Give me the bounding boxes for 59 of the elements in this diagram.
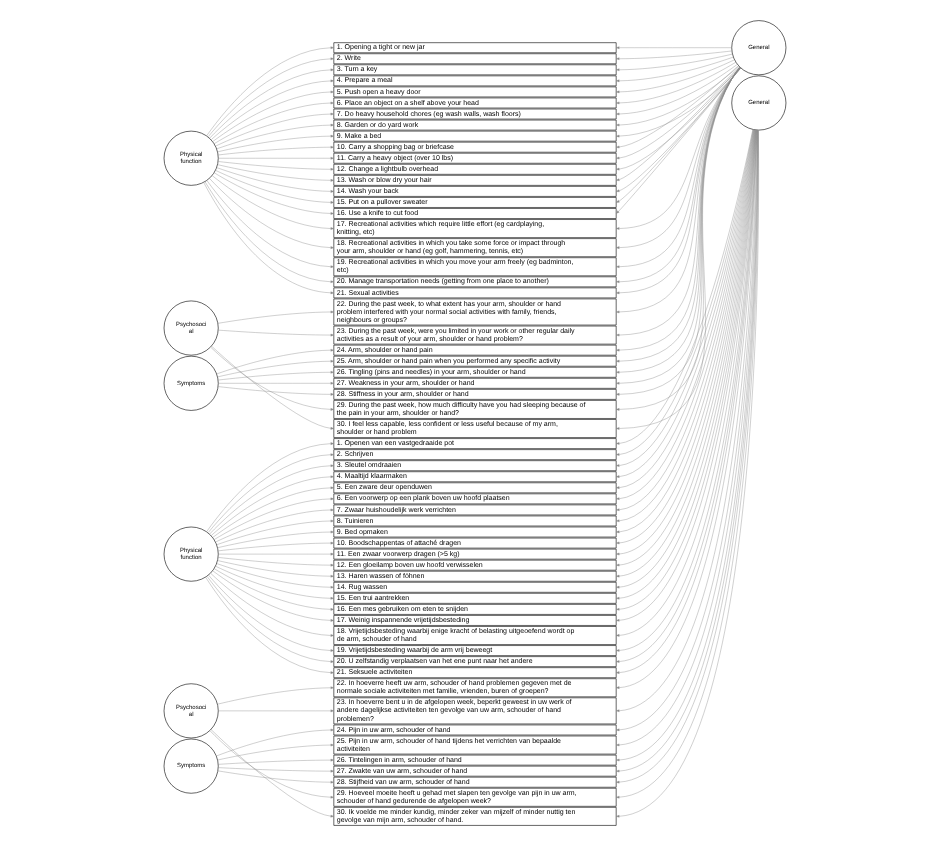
arrow <box>214 101 335 144</box>
arrow <box>216 348 335 375</box>
arrow <box>218 371 335 381</box>
arrow <box>217 134 335 153</box>
arrow <box>217 310 335 324</box>
arrow <box>215 566 335 600</box>
arrow <box>217 530 335 548</box>
arrow <box>209 68 335 139</box>
arrow <box>215 112 335 147</box>
arrow <box>218 161 335 171</box>
arrow <box>216 167 335 193</box>
arrow <box>218 382 335 385</box>
arrow <box>218 758 335 765</box>
arrow <box>208 574 335 652</box>
arrow <box>615 67 741 138</box>
arrow <box>217 686 335 705</box>
arrow <box>615 66 739 127</box>
arrow <box>216 563 335 589</box>
arrow <box>218 386 335 396</box>
arrow <box>615 59 735 94</box>
arrow <box>211 346 335 430</box>
arrow <box>217 164 335 182</box>
arrow <box>212 175 335 230</box>
arrow <box>212 570 335 622</box>
arrow <box>217 770 335 784</box>
arrow <box>214 497 335 540</box>
arrow <box>216 728 335 757</box>
arrow <box>210 573 335 637</box>
arrow <box>215 170 335 204</box>
arrow <box>214 172 335 215</box>
arrow <box>615 56 734 83</box>
arrow <box>615 46 732 49</box>
arrow <box>209 178 335 249</box>
arrow <box>212 90 335 142</box>
arrow <box>615 62 737 105</box>
arrow <box>615 53 733 72</box>
arrow <box>210 729 335 818</box>
arrow <box>218 541 335 552</box>
arrow <box>218 767 335 773</box>
arrow <box>214 568 335 611</box>
arrow <box>210 347 335 411</box>
arrow <box>211 475 335 536</box>
arrow <box>209 730 335 799</box>
arrow <box>615 50 732 60</box>
arrow <box>211 79 335 140</box>
arrow <box>217 560 335 578</box>
arrow <box>218 157 335 160</box>
arrow <box>615 64 738 116</box>
arrow <box>216 123 335 149</box>
arrow <box>215 508 335 543</box>
arrow <box>217 359 335 378</box>
arrow <box>206 180 335 268</box>
arrow <box>212 486 335 538</box>
arrow <box>218 557 335 567</box>
arrow <box>209 464 335 535</box>
arrow <box>218 145 335 156</box>
arrow <box>216 519 335 545</box>
arrow <box>218 329 335 337</box>
arrow <box>217 743 335 761</box>
